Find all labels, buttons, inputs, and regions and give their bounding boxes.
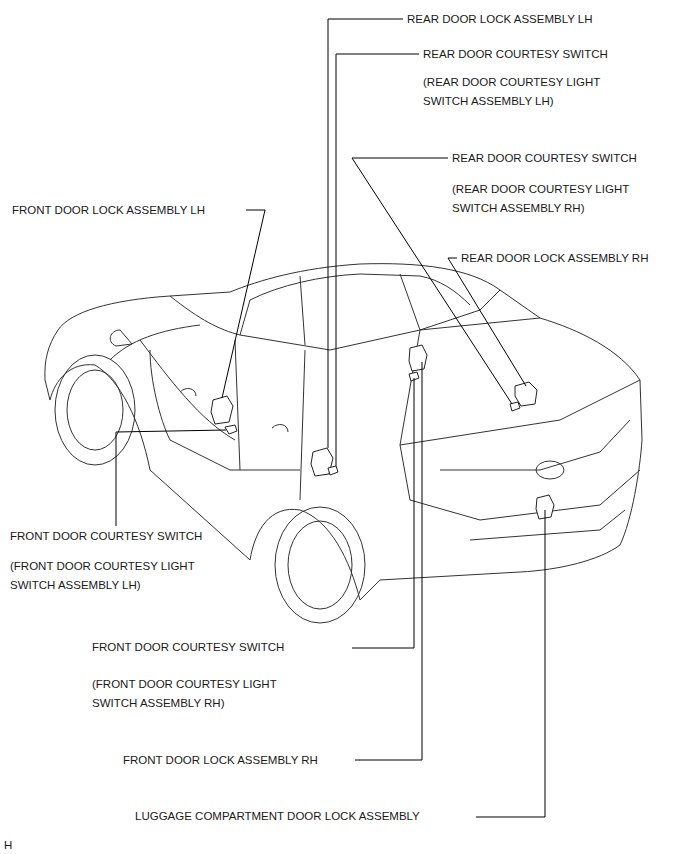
leader-line xyxy=(116,430,226,526)
part-label: REAR DOOR COURTESY SWITCH xyxy=(452,149,637,168)
rear-wheel xyxy=(275,507,365,623)
courtesy-switch xyxy=(225,425,237,434)
door-handle xyxy=(272,425,288,432)
part-label: REAR DOOR LOCK ASSEMBLY LH xyxy=(407,10,593,29)
pillar xyxy=(300,276,305,345)
emblem xyxy=(536,461,564,479)
part-label: REAR DOOR LOCK ASSEMBLY RH xyxy=(461,249,648,268)
part-label: FRONT DOOR COURTESY SWITCH xyxy=(10,527,202,546)
part-name-note: (FRONT DOOR COURTESY LIGHT SWITCH ASSEMB… xyxy=(92,675,324,713)
leader-line xyxy=(222,210,265,398)
trunk-deck xyxy=(400,330,640,445)
front-wheel xyxy=(67,370,123,450)
leader-line xyxy=(336,54,419,466)
car-body xyxy=(45,264,642,600)
door-lock xyxy=(409,345,427,371)
front-door xyxy=(150,350,300,470)
door-handle xyxy=(180,389,196,396)
leader-line xyxy=(328,19,403,448)
part-label: REAR DOOR COURTESY SWITCH xyxy=(423,45,608,64)
part-name-note: (REAR DOOR COURTESY LIGHT SWITCH ASSEMBL… xyxy=(423,73,648,111)
front-wheel xyxy=(55,355,135,465)
leader-line xyxy=(476,510,545,817)
part-label: FRONT DOOR LOCK ASSEMBLY LH xyxy=(12,201,205,220)
leader-line xyxy=(352,378,414,648)
rear-panel xyxy=(400,445,640,520)
part-label: FRONT DOOR COURTESY SWITCH xyxy=(92,638,284,657)
door-lock xyxy=(211,396,233,424)
courtesy-switch xyxy=(328,466,338,475)
beltline xyxy=(170,290,500,350)
leader-line xyxy=(448,258,526,386)
figure-code: H xyxy=(4,836,12,854)
front-window xyxy=(110,325,235,440)
door-seam xyxy=(235,340,305,500)
part-label: LUGGAGE COMPARTMENT DOOR LOCK ASSEMBLY xyxy=(135,807,420,826)
part-name-note: (FRONT DOOR COURTESY LIGHT SWITCH ASSEMB… xyxy=(10,557,242,595)
rear-wheel xyxy=(288,521,352,609)
window-line xyxy=(240,274,470,335)
part-name-note: (REAR DOOR COURTESY LIGHT SWITCH ASSEMBL… xyxy=(452,180,667,218)
tail-light xyxy=(440,420,630,470)
part-label: FRONT DOOR LOCK ASSEMBLY RH xyxy=(123,751,318,770)
mirror xyxy=(110,330,132,346)
leader-line xyxy=(355,362,422,760)
rear-window xyxy=(400,274,540,330)
